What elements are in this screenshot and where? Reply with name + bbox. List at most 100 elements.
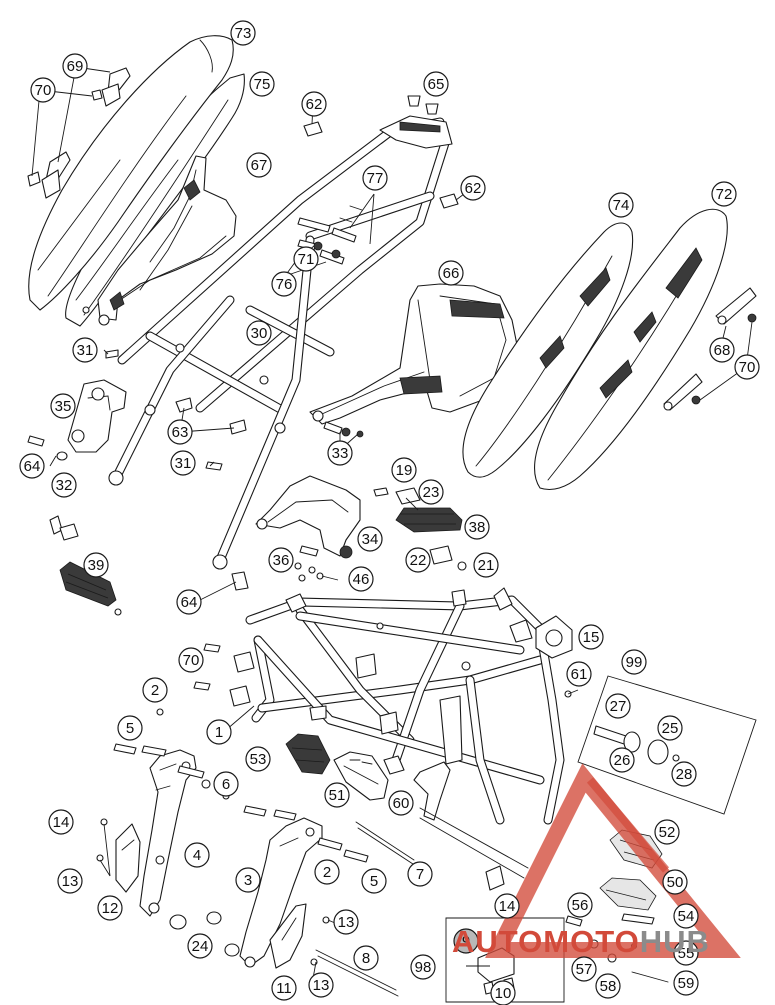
callout-circle: [608, 192, 634, 218]
heel-guard-34: [255, 475, 361, 559]
callout-circle: [605, 693, 631, 719]
callout-circle: [170, 450, 196, 476]
footpeg-51: [333, 751, 389, 801]
rider-footpeg-39: [49, 515, 122, 616]
callout-23: 23: [418, 479, 444, 505]
callout-circle: [407, 861, 433, 887]
callout-circle: [571, 956, 597, 982]
callout-number: 55: [678, 945, 695, 962]
heel-plate-11: [269, 903, 307, 969]
callout-circle: [51, 472, 77, 498]
callout-number: 28: [676, 766, 693, 783]
callout-circle: [213, 771, 239, 797]
callout-number: 76: [276, 276, 293, 293]
callout-circle: [327, 440, 353, 466]
callout-number: 33: [332, 445, 349, 462]
callout-4: 4: [184, 842, 210, 868]
callout-circle: [30, 77, 56, 103]
callout-number: 4: [193, 847, 201, 864]
callout-39: 39: [83, 552, 109, 578]
callout-number: 24: [192, 938, 209, 955]
callout-number: 13: [338, 914, 355, 931]
bolts-70-top: [27, 89, 103, 187]
callout-76: 76: [271, 271, 297, 297]
callout-number: 67: [251, 157, 268, 174]
rider-footpeg-38: [373, 487, 467, 571]
callout-number: 77: [367, 170, 384, 187]
callout-circle: [357, 526, 383, 552]
callout-number: 75: [254, 76, 271, 93]
callout-circle: [578, 624, 604, 650]
callout-52: 52: [654, 819, 680, 845]
callout-number: 46: [353, 571, 370, 588]
callout-68: 68: [709, 337, 735, 363]
callout-73: 73: [230, 20, 256, 46]
callout-51: 51: [324, 782, 350, 808]
watermark-part1: AUTOMOTO: [452, 924, 640, 959]
callout-circle: [268, 547, 294, 573]
callout-circle: [464, 514, 490, 540]
callout-11: 11: [271, 975, 297, 1001]
callout-number: 62: [465, 180, 482, 197]
watermark-part2: HUB: [640, 924, 710, 959]
callout-number: 32: [56, 477, 73, 494]
callout-circle: [566, 661, 592, 687]
callout-number: 61: [571, 666, 588, 683]
callout-33: 33: [327, 440, 353, 466]
callout-number: 64: [24, 458, 41, 475]
callout-circle: [361, 868, 387, 894]
callout-circle: [709, 337, 735, 363]
callout-number: 64: [181, 594, 198, 611]
side-stand-assembly-60: [383, 695, 529, 891]
passenger-peg-bracket-35: [67, 379, 127, 453]
callout-number: 5: [370, 873, 378, 890]
callout-circle: [460, 175, 486, 201]
callout-circle: [271, 975, 297, 1001]
callout-circle: [314, 859, 340, 885]
callout-26: 26: [609, 747, 635, 773]
callout-69: 69: [62, 53, 88, 79]
callout-number: 68: [714, 342, 731, 359]
callout-circle: [206, 719, 232, 745]
callout-65: 65: [423, 71, 449, 97]
callout-61: 61: [566, 661, 592, 687]
callout-number: 31: [77, 342, 94, 359]
callout-number: 21: [478, 557, 495, 574]
callout-3: 3: [235, 867, 261, 893]
callout-circle: [19, 453, 45, 479]
callout-15: 15: [578, 624, 604, 650]
callout-number: 59: [678, 975, 695, 992]
brackets-63: [175, 397, 247, 435]
callout-number: 62: [306, 96, 323, 113]
grab-handle-66: [309, 283, 519, 425]
panel-clips-69: [41, 67, 131, 199]
callout-27: 27: [605, 693, 631, 719]
rod-8: [315, 949, 399, 997]
bolt-64-mid: [231, 571, 249, 591]
callout-22: 22: [405, 547, 431, 573]
callout-56: 56: [567, 892, 593, 918]
panel-brackets-68: [663, 287, 757, 411]
callout-number: 10: [495, 985, 512, 1002]
callout-63: 63: [167, 419, 193, 445]
callout-36: 36: [268, 547, 294, 573]
callout-number: 31: [175, 455, 192, 472]
callout-60: 60: [388, 790, 414, 816]
callout-6: 6: [213, 771, 239, 797]
callout-59: 59: [673, 970, 699, 996]
callout-31: 31: [170, 450, 196, 476]
watermark-logo-triangle: [485, 763, 741, 958]
callout-number: 9: [462, 933, 470, 950]
callout-number: 35: [55, 398, 72, 415]
callout-71: 71: [293, 246, 319, 272]
callout-8: 8: [353, 945, 379, 971]
rear-subframe-30: [108, 115, 453, 570]
callout-number: 50: [667, 874, 684, 891]
callout-34: 34: [357, 526, 383, 552]
callout-9: 9: [453, 928, 479, 954]
callout-28: 28: [671, 761, 697, 787]
callout-circle: [671, 761, 697, 787]
callout-64: 64: [19, 453, 45, 479]
callout-circle: [167, 419, 193, 445]
